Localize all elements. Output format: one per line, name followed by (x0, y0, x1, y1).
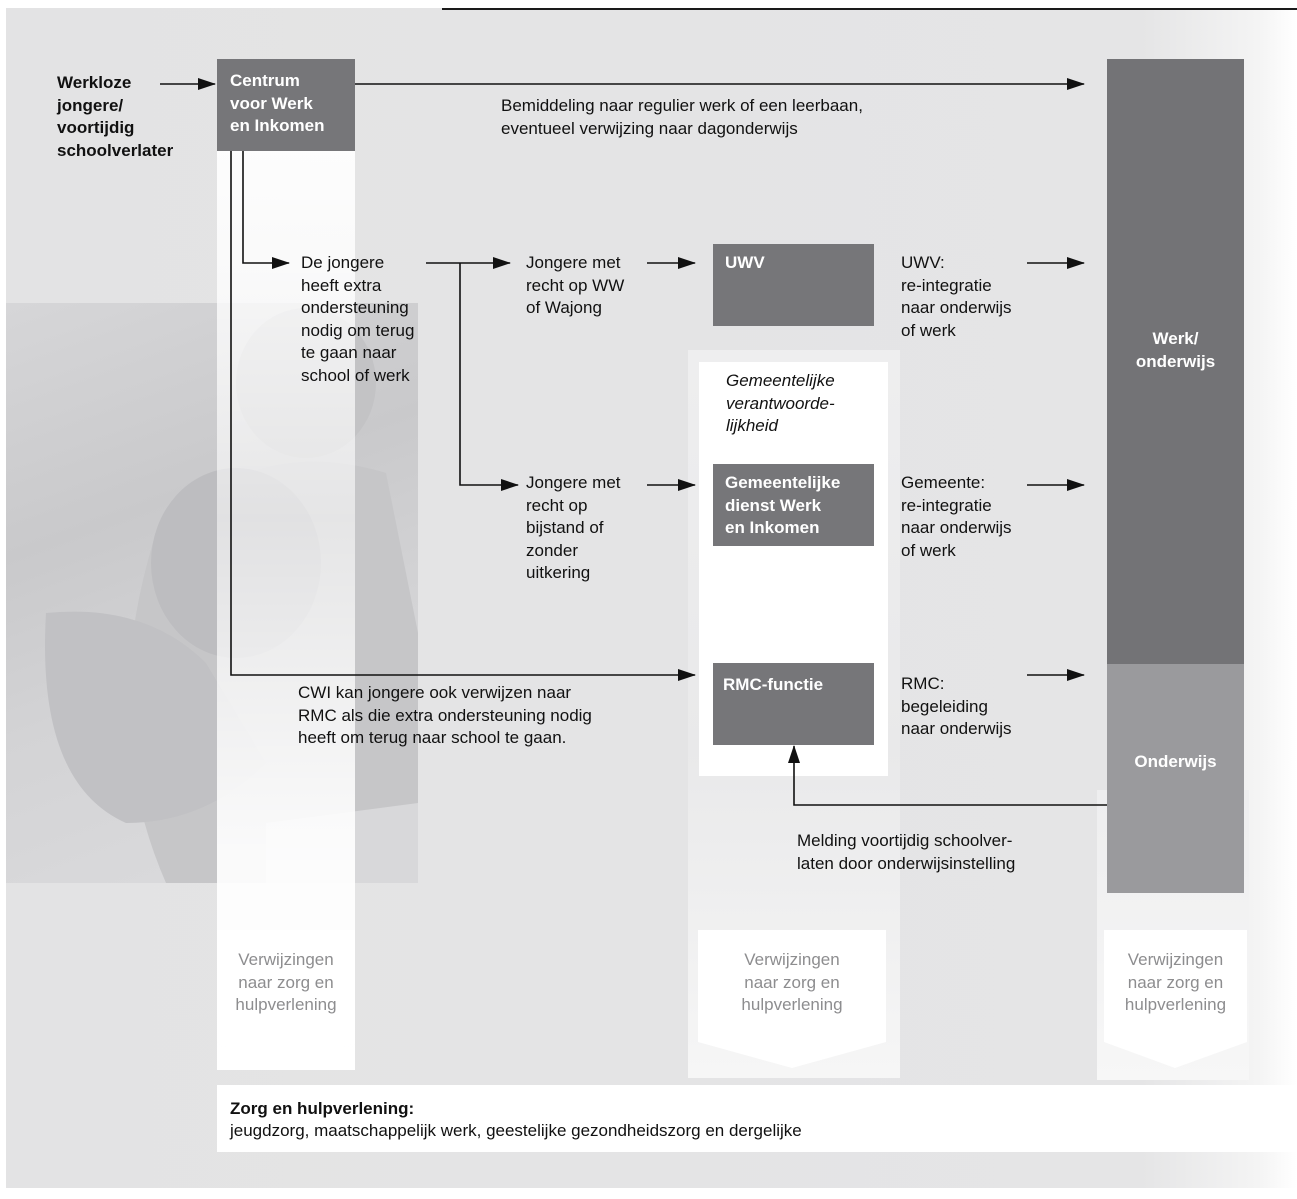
cwi-rmc-text: CWI kan jongere ook verwijzen naar RMC a… (298, 683, 592, 747)
werk-onderwijs-column: Werk/ onderwijs (1107, 59, 1244, 664)
ww-text: Jongere met recht op WW of Wajong (526, 253, 625, 317)
municipal-heading: Gemeentelijke verantwoorde- lijkheid (726, 371, 835, 435)
zorg-legend-box: Zorg en hulpverlening: jeugdzorg, maatsc… (217, 1085, 1297, 1152)
arrow-melding-to-rmc (788, 745, 1107, 806)
zorg-text: jeugdzorg, maatschappelijk werk, geestel… (230, 1121, 802, 1140)
cwi-box-label: Centrum voor Werk en Inkomen (230, 71, 325, 135)
gemeente-box: Gemeentelijke dienst Werk en Inkomen (713, 464, 874, 546)
referral-chevron-middle (698, 930, 886, 1068)
gemeente-result: Gemeente: re-integratie naar onderwijs o… (901, 473, 1012, 560)
onderwijs-label: Onderwijs (1134, 752, 1217, 771)
cwi-column (217, 150, 355, 1070)
cwi-box: Centrum voor Werk en Inkomen (217, 59, 355, 151)
referral-label-right: Verwijzingen naar zorg en hulpverlening (1124, 950, 1227, 1014)
rmc-result: RMC: begeleiding naar onderwijs (901, 674, 1012, 738)
arrow-cwi-to-support (242, 151, 290, 269)
werk-onderwijs-label: Werk/ onderwijs (1135, 329, 1216, 371)
top-rule (442, 8, 1297, 10)
referral-label-middle: Verwijzingen naar zorg en hulpverlening (741, 950, 843, 1014)
referral-label-left: Verwijzingen naar zorg en hulpverlening (235, 950, 337, 1014)
support-text: De jongere heeft extra ondersteuning nod… (301, 253, 415, 385)
uwv-box-label: UWV (725, 253, 765, 272)
arrow-cwi-to-rmc (230, 151, 696, 681)
arrow-support-to-bijstand (459, 263, 519, 491)
rmc-box-label: RMC-functie (723, 675, 824, 694)
onderwijs-column: Onderwijs (1107, 664, 1244, 893)
start-label: Werkloze jongere/ voortijdig schoolverla… (57, 73, 174, 160)
melding-text: Melding voortijdig schoolver- laten door… (797, 831, 1016, 873)
uwv-result: UWV: re-integratie naar onderwijs of wer… (901, 253, 1012, 340)
bijstand-text: Jongere met recht op bijstand of zonder … (526, 473, 621, 582)
mediation-text: Bemiddeling naar regulier werk of een le… (501, 96, 863, 138)
zorg-title: Zorg en hulpverlening: (230, 1099, 415, 1118)
gemeente-box-label: Gemeentelijke dienst Werk en Inkomen (725, 473, 841, 537)
uwv-box: UWV (713, 244, 874, 326)
referral-chevron-left (217, 930, 355, 1068)
referral-chevron-right (1104, 930, 1247, 1068)
rmc-box: RMC-functie (713, 663, 874, 745)
